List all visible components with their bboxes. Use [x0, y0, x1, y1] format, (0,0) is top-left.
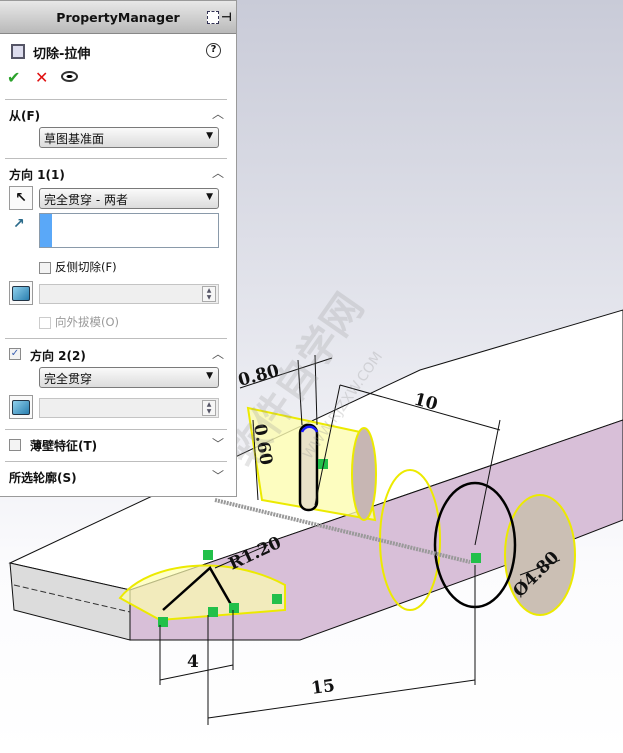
relation-icon[interactable]: [471, 553, 481, 563]
checkbox[interactable]: [9, 438, 21, 451]
from-value: 草图基准面: [44, 132, 105, 146]
relation-icon[interactable]: [203, 550, 213, 560]
axis-line: [214, 498, 471, 564]
reverse-direction-button[interactable]: ↖: [9, 186, 33, 210]
hole-end: [504, 494, 576, 616]
direction2-checkbox[interactable]: ✓: [9, 346, 25, 360]
draft-outward-checkbox: 向外拔模(O): [39, 314, 119, 330]
ok-button[interactable]: ✔: [7, 68, 21, 87]
from-combo[interactable]: 草图基准面 ▼: [39, 127, 219, 148]
checkbox[interactable]: [39, 261, 51, 274]
dropdown-arrow-icon: ▼: [206, 371, 213, 381]
feature-title-row: 切除-拉伸 ?: [0, 42, 236, 62]
spin-buttons[interactable]: ▲▼: [202, 286, 216, 302]
direction1-section-title[interactable]: 方向 1(1): [9, 168, 65, 182]
body-end-face: [9, 562, 131, 641]
spin-buttons[interactable]: ▲▼: [202, 400, 216, 416]
relation-icon[interactable]: [208, 607, 218, 617]
draft-button-2[interactable]: [9, 395, 33, 419]
panel-layout-icon[interactable]: [207, 10, 220, 24]
relation-icon[interactable]: [272, 594, 282, 604]
collapse-icon[interactable]: ︿: [211, 166, 224, 180]
direction2-section-title[interactable]: 方向 2(2): [30, 349, 86, 363]
expand-icon[interactable]: ﹀: [211, 437, 224, 451]
slot-end: [351, 427, 377, 521]
direction2-end-value: 完全贯穿: [44, 372, 93, 386]
help-icon[interactable]: ?: [206, 43, 221, 58]
property-manager: PropertyManager ⊣ 切除-拉伸 ? ✔ ✕ 从(F) ︿ 草图基…: [0, 0, 237, 497]
centerline: [13, 584, 131, 613]
collapse-icon[interactable]: ︿: [211, 347, 224, 361]
draft-angle-input-2[interactable]: ▲▼: [39, 398, 219, 418]
extruded-cut-icon: [11, 44, 25, 59]
direction-selection-box[interactable]: [39, 213, 219, 248]
front-cut-highlight: [118, 564, 286, 622]
direction2-end-condition[interactable]: 完全贯穿 ▼: [39, 367, 219, 388]
thin-feature-title[interactable]: 薄壁特征(T): [30, 439, 98, 453]
checkbox: [39, 316, 51, 329]
dimension-lines: [159, 354, 561, 725]
flip-side-label: 反侧切除(F): [55, 260, 117, 274]
flip-side-to-cut-checkbox[interactable]: 反侧切除(F): [39, 259, 117, 275]
panel-header: PropertyManager ⊣: [0, 1, 236, 34]
thin-feature-checkbox[interactable]: [9, 437, 25, 451]
relation-icon[interactable]: [318, 459, 328, 469]
action-row: ✔ ✕: [0, 68, 236, 88]
draft-angle-input[interactable]: ▲▼: [39, 284, 219, 304]
direction1-end-value: 完全贯穿 - 两者: [44, 193, 128, 207]
slot-sketch: [298, 423, 319, 512]
direction-vector-icon: ↗: [13, 216, 25, 232]
expand-icon[interactable]: ﹀: [211, 469, 224, 483]
feature-name: 切除-拉伸: [33, 47, 91, 62]
checkbox[interactable]: ✓: [9, 347, 21, 360]
pin-icon[interactable]: ⊣: [221, 10, 232, 24]
relation-icon[interactable]: [229, 603, 239, 613]
draft-icon: [12, 285, 30, 301]
from-section-title[interactable]: 从(F): [9, 109, 41, 123]
draft-button[interactable]: [9, 281, 33, 305]
dimension-4[interactable]: 4: [187, 652, 199, 672]
reverse-direction-icon: ↖: [15, 190, 27, 206]
dropdown-arrow-icon: ▼: [206, 131, 213, 141]
draft-outward-label: 向外拔模(O): [55, 315, 120, 329]
preview-eye-icon[interactable]: [61, 71, 78, 82]
cancel-button[interactable]: ✕: [35, 68, 49, 87]
draft-icon: [12, 399, 30, 415]
slot-arc-selected: [300, 425, 319, 433]
arc-sketch: [162, 566, 235, 611]
dropdown-arrow-icon: ▼: [206, 192, 213, 202]
dimension-15[interactable]: 15: [310, 676, 336, 699]
direction1-end-condition[interactable]: 完全贯穿 - 两者 ▼: [39, 188, 219, 209]
collapse-icon[interactable]: ︿: [211, 107, 224, 121]
relation-icon[interactable]: [158, 617, 168, 627]
panel-title: PropertyManager: [56, 9, 180, 25]
selected-contours-title[interactable]: 所选轮廓(S): [9, 471, 77, 485]
